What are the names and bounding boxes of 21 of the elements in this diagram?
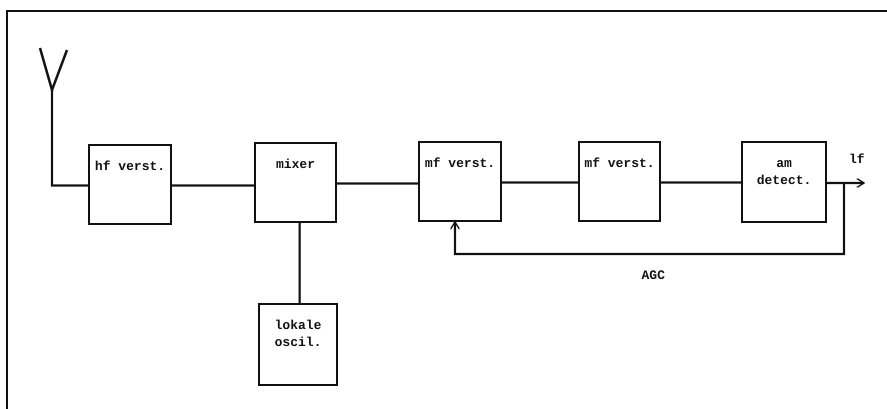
block-box [254,142,337,223]
block-label: lokale oscil. [274,317,322,351]
block-label: mf verst. [584,155,655,172]
connector-line [661,181,741,184]
arrow [827,178,865,188]
block-label: am detect. [756,155,812,189]
block-label: mixer [274,156,316,173]
block-box [418,141,502,222]
connector-line [298,223,301,303]
antenna-symbol [38,46,68,94]
block-label: hf verst. [94,158,166,175]
block-box [88,144,172,225]
connector-line [172,184,254,187]
connector-line [502,181,578,184]
connector-line [50,92,88,187]
connector-line [337,182,418,185]
block-box [578,141,661,222]
block-label: mf verst. [424,155,496,172]
arrow [450,183,846,256]
block-box [741,141,827,223]
block-box [258,303,338,386]
